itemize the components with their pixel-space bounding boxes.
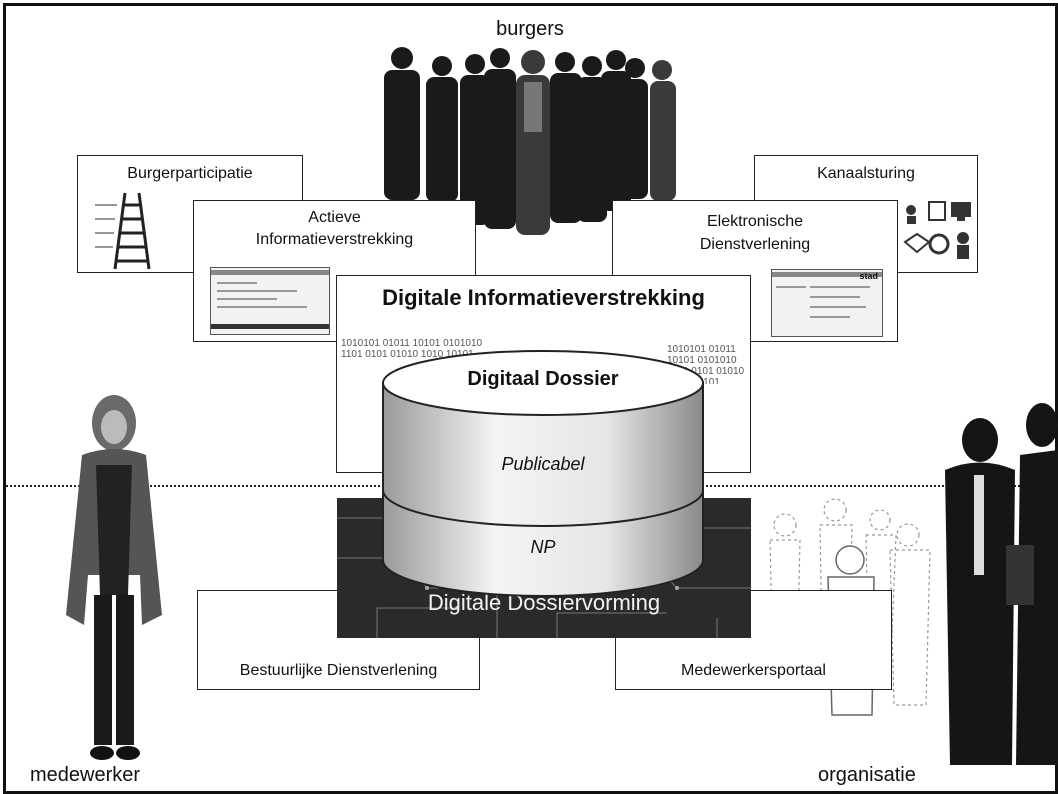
box-elektronische-line2: Dienstverlening (699, 236, 811, 253)
cylinder-upper-section: Publicabel (501, 454, 585, 474)
binary-pattern-left: 1010101 01011 10101 0101010 1101 0101 01… (341, 338, 483, 360)
channel-icons (903, 201, 971, 259)
label-burgers: burgers (496, 18, 564, 40)
organisation-figures-image (769, 403, 1058, 765)
box-burgerparticipatie-title: Burgerparticipatie (127, 165, 253, 182)
ladder-icon (95, 192, 151, 270)
portal-screenshot-thumbnail: stad (771, 269, 883, 337)
portal-brand-text: stad (859, 271, 878, 281)
label-organisatie: organisatie (818, 764, 916, 786)
box-elektronische-line1: Elektronische (706, 213, 804, 230)
cylinder-lower-section: NP (530, 537, 556, 557)
employee-figure-image (66, 395, 162, 760)
website-screenshot-thumbnail (210, 267, 330, 335)
box-actieve-line2: Informatieverstrekking (255, 231, 414, 248)
box-kanaalsturing-title: Kanaalsturing (817, 165, 915, 182)
box-medewerkersportaal-title: Medewerkersportaal (681, 662, 826, 679)
cylinder-title: Digitaal Dossier (467, 368, 619, 390)
box-actieve-line1: Actieve (308, 209, 361, 226)
digitaal-dossier-cylinder (382, 350, 704, 597)
label-medewerker: medewerker (30, 764, 141, 786)
box-digitale-informatieverstrekking-title: Digitale Informatieverstrekking (382, 285, 705, 310)
box-bestuurlijke-title: Bestuurlijke Dienstverlening (239, 662, 438, 679)
citizens-crowd-image (384, 47, 676, 235)
outer-frame (3, 3, 1058, 794)
